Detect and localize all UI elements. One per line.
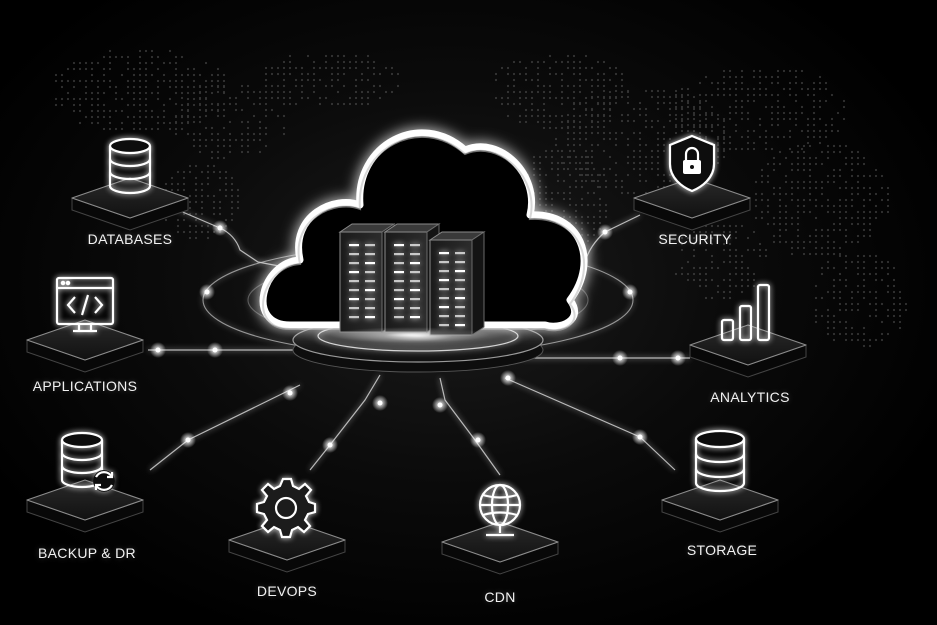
connection-cdn bbox=[439, 377, 501, 476]
gear-icon bbox=[255, 477, 317, 539]
label-security: SECURITY bbox=[658, 231, 732, 247]
label-cdn: CDN bbox=[484, 589, 516, 605]
node-platforms bbox=[26, 177, 807, 575]
label-applications: APPLICATIONS bbox=[32, 378, 138, 394]
label-devops: DEVOPS bbox=[256, 583, 318, 599]
connection-storage bbox=[504, 377, 676, 471]
label-storage: STORAGE bbox=[686, 542, 758, 558]
node-icons bbox=[55, 134, 771, 539]
label-databases: DATABASES bbox=[87, 231, 173, 247]
database-sync-icon bbox=[60, 431, 115, 492]
connection-dots bbox=[150, 220, 686, 453]
bar-chart-icon bbox=[720, 283, 771, 342]
shield-lock-icon bbox=[668, 134, 716, 193]
cloud-servers-icon bbox=[259, 129, 588, 343]
label-backup: BACKUP & DR bbox=[38, 545, 136, 561]
database-icon bbox=[108, 137, 152, 195]
globe-icon bbox=[478, 483, 522, 537]
label-analytics: ANALYTICS bbox=[710, 389, 790, 405]
server-racks bbox=[338, 223, 486, 336]
database-icon bbox=[694, 429, 746, 493]
code-window-icon bbox=[55, 276, 115, 333]
connection-backup bbox=[149, 384, 301, 471]
connection-devops bbox=[309, 374, 381, 471]
